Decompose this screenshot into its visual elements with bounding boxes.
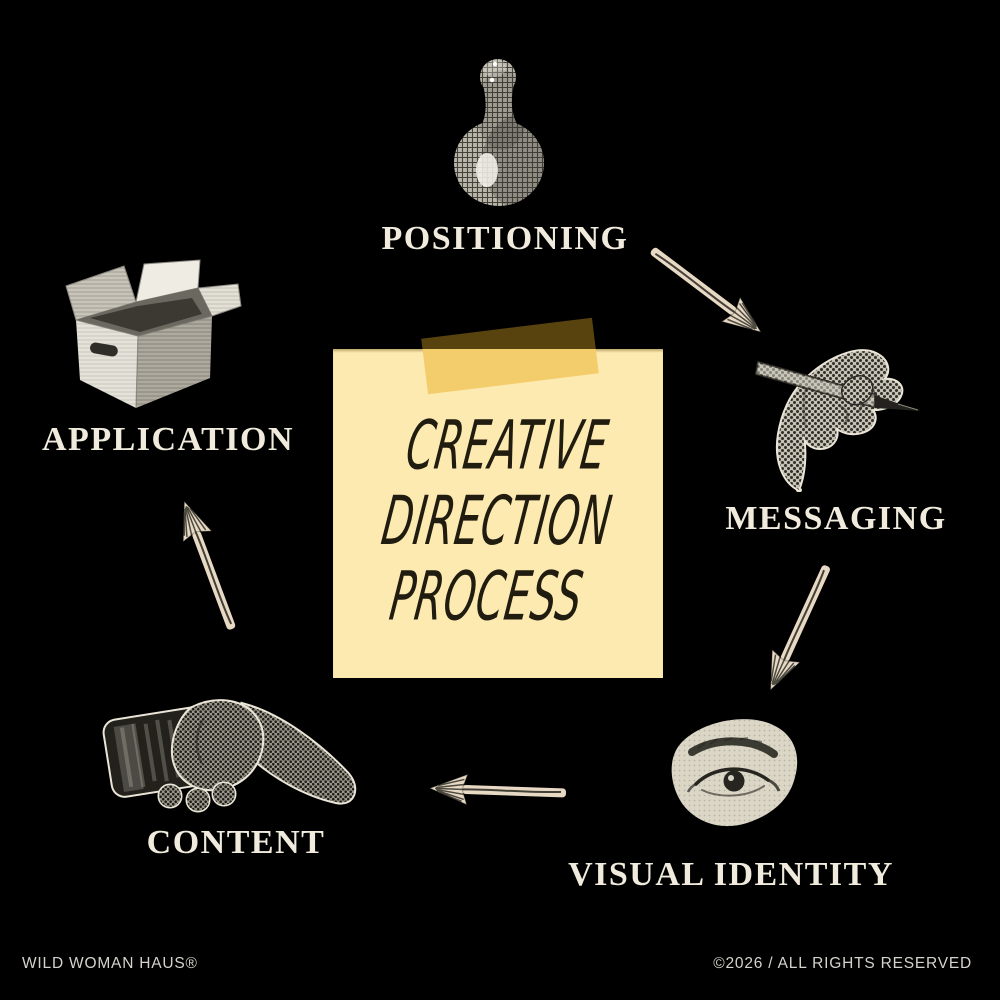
stage-label-messaging: MESSAGING [725, 500, 947, 537]
note-line-3: PROCESS [385, 556, 588, 635]
arrow-content-to-application [169, 495, 248, 636]
note-title: CREATIVE DIRECTION PROCESS [336, 349, 661, 678]
game-piece-icon [450, 50, 550, 213]
stage-label-visual-identity: VISUAL IDENTITY [568, 856, 894, 893]
stage-label-application: APPLICATION [42, 421, 294, 458]
sticky-note: CREATIVE DIRECTION PROCESS [333, 349, 663, 678]
stage-label-positioning: POSITIONING [381, 220, 629, 257]
arrow-visual-identity-to-content [428, 772, 568, 809]
arrow-messaging-to-visual-identity [755, 558, 842, 697]
copyright-notice: ©2026 / ALL RIGHTS RESERVED [713, 955, 972, 972]
hand-writing-pen-icon [748, 332, 928, 502]
note-line-1: CREATIVE [401, 405, 614, 484]
hand-holding-phone-icon [92, 678, 372, 831]
note-line-2: DIRECTION [377, 481, 617, 560]
brand-name: WILD WOMAN HAUS® [22, 955, 198, 972]
arrow-positioning-to-messaging [641, 237, 771, 345]
eye-collage-icon [652, 708, 807, 845]
open-cardboard-box-icon [60, 258, 245, 423]
stage-label-content: CONTENT [146, 824, 326, 861]
